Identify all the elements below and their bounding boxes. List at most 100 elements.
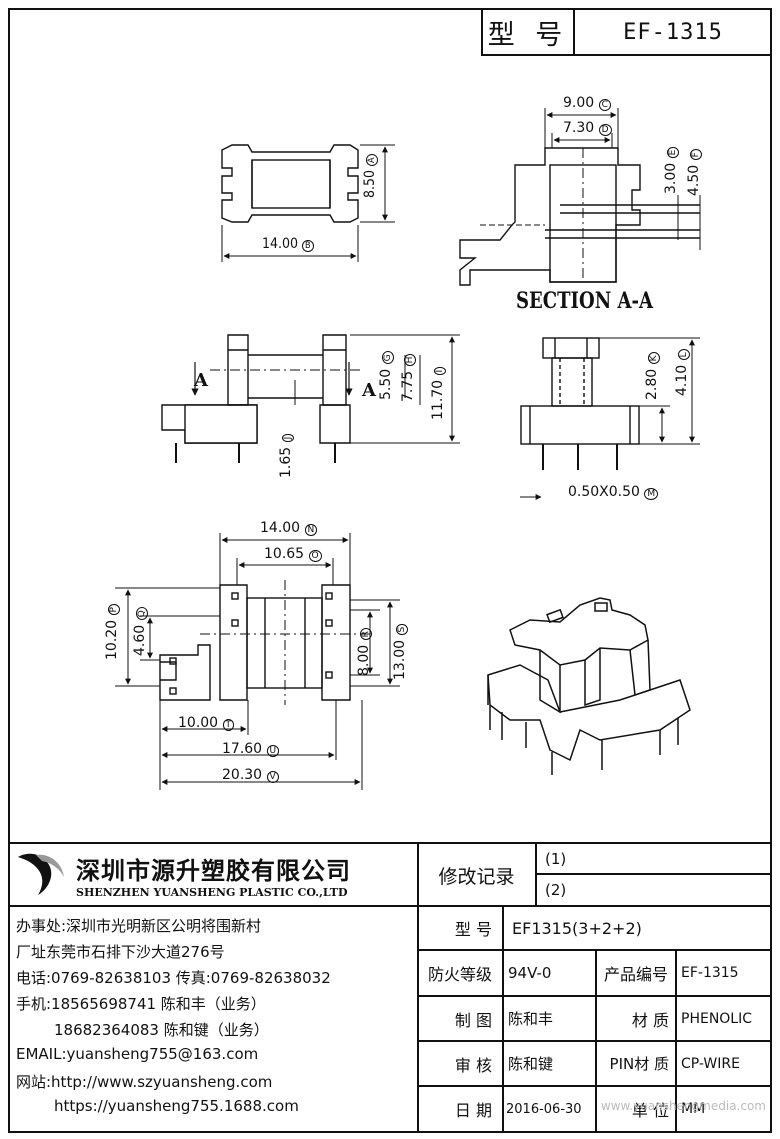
- section-c-dim: 9.00 C: [563, 95, 611, 111]
- side-k-dim: 2.80 K: [644, 352, 660, 400]
- bottom-r-dim: 8.00 R: [356, 628, 372, 676]
- dim-tag: Q: [136, 607, 148, 621]
- dim-tag: L: [678, 349, 690, 361]
- row-line-5: [417, 1085, 772, 1087]
- date-label: 日 期: [454, 1101, 492, 1120]
- section-e-dim: 3.00 E: [663, 146, 679, 194]
- front-view: [161, 334, 460, 463]
- company-header-line: [8, 905, 417, 907]
- dim-tag: D: [598, 124, 612, 136]
- title-block-top-line: [8, 842, 772, 844]
- section-title: SECTION A-A: [516, 288, 653, 314]
- material-value: PHENOLIC: [681, 1010, 753, 1027]
- phone-fax: 电话:0769-82638103 传真:0769-82638032: [16, 969, 331, 987]
- drawing-frame: [8, 8, 772, 1133]
- revision-1: (1): [545, 849, 567, 868]
- dim-tag: G: [382, 351, 394, 365]
- dim-value: 11.70: [430, 379, 446, 420]
- bottom-q-dim: 4.60 Q: [132, 607, 148, 656]
- row-line-4: [417, 1040, 772, 1042]
- bottom-n-dim: 14.00 N: [260, 520, 318, 536]
- dim-tag: V: [266, 771, 279, 783]
- drawn-by-value: 陈和丰: [508, 1010, 554, 1028]
- dim-tag: E: [667, 146, 679, 159]
- company-name-en: SHENZHEN YUANSHENG PLASTIC CO.,LTD: [76, 886, 348, 899]
- row-line-2: [417, 949, 772, 951]
- dim-tag: I: [434, 366, 446, 376]
- dim-tag: S: [396, 623, 408, 636]
- dim-value: 1.65: [278, 446, 294, 478]
- front-j-dim: 1.65 J: [278, 433, 294, 478]
- dim-value: 9.00: [563, 95, 595, 111]
- side-l-dim: 4.10 L: [674, 349, 690, 396]
- product-no-label: 产品编号: [603, 965, 668, 984]
- dim-value: 17.60: [222, 741, 263, 757]
- dim-value: 10.20: [104, 619, 120, 660]
- dim-value: 0.50X0.50: [568, 484, 640, 500]
- model-label: 型 号: [454, 920, 492, 939]
- drawn-by-label: 制 图: [454, 1010, 492, 1030]
- email: EMAIL:yuansheng755@163.com: [16, 1045, 259, 1063]
- section-mark-right: A: [362, 380, 376, 401]
- dim-tag: T: [222, 719, 235, 731]
- bottom-s-dim: 13.00 S: [392, 623, 408, 680]
- technical-drawing: [115, 108, 701, 790]
- row-line-3: [417, 995, 772, 997]
- section-mark-left: A: [194, 370, 208, 391]
- row-line-1: [417, 905, 772, 907]
- dim-tag: N: [304, 524, 318, 536]
- watermark: www.yuanshengmedia.com: [600, 1099, 766, 1113]
- dim-value: 14.00: [260, 520, 301, 536]
- dim-tag: P: [108, 604, 120, 616]
- section-d-dim: 7.30 D: [563, 120, 612, 136]
- dim-tag: J: [282, 433, 294, 443]
- dim-tag: A: [366, 154, 378, 166]
- reviewed-by-label: 审 核: [454, 1055, 492, 1075]
- office-address: 办事处:深圳市光明新区公明将围新村: [16, 917, 262, 935]
- website-2: https://yuansheng755.1688.com: [54, 1097, 299, 1115]
- dim-tag: H: [404, 353, 416, 367]
- top-view: [221, 144, 395, 262]
- dim-value: 14.00: [262, 236, 299, 252]
- dim-tag: F: [690, 149, 702, 161]
- side-m-dim: 0.50X0.50 M: [568, 484, 659, 500]
- dim-tag: K: [648, 352, 660, 365]
- dim-tag: C: [598, 99, 611, 111]
- bottom-o-dim: 10.65 O: [264, 546, 322, 562]
- section-view: [459, 108, 701, 286]
- front-i-dim: 11.70 I: [430, 366, 446, 420]
- col-line-3: [675, 949, 677, 1133]
- unit-label: 单 位: [631, 1101, 669, 1120]
- factory-address: 厂址东莞市石排下沙大道276号: [16, 943, 225, 961]
- dim-value: 3.00: [663, 162, 679, 194]
- mobile-line-2: 18682364083 陈和键（业务）: [54, 1021, 269, 1039]
- dim-value: 4.10: [674, 364, 690, 396]
- dim-value: 10.65: [264, 546, 305, 562]
- pin-material-label: PIN材 质: [609, 1055, 669, 1073]
- front-g-dim: 5.50 G: [378, 351, 394, 400]
- front-h-dim: 7.75 H: [400, 353, 416, 402]
- dim-tag: R: [360, 628, 372, 641]
- top-height-dim: 8.50 A: [362, 154, 378, 198]
- dim-tag: B: [302, 240, 314, 252]
- date-value: 2016-06-30: [506, 1101, 582, 1117]
- side-view: [520, 337, 700, 500]
- bottom-p-dim: 10.20 P: [104, 604, 120, 660]
- pin-material-value: CP-WIRE: [681, 1055, 740, 1072]
- fire-rating-value: 94V-0: [508, 964, 552, 982]
- bottom-u-dim: 17.60 U: [222, 741, 280, 757]
- title-block-divider: [417, 842, 419, 1133]
- bottom-t-dim: 10.00 T: [178, 715, 235, 731]
- dim-value: 2.80: [644, 368, 660, 400]
- dim-tag: M: [644, 488, 659, 500]
- dim-value: 7.75: [400, 370, 416, 402]
- mobile-line-1: 手机:18565698741 陈和丰（业务）: [16, 995, 266, 1013]
- isometric-view: [487, 597, 691, 775]
- model-title-label: 型 号: [483, 10, 575, 54]
- model-title-value: EF-1315: [623, 19, 723, 45]
- website-1: 网站:http://www.szyuansheng.com: [16, 1073, 273, 1091]
- dim-value: 8.00: [356, 644, 372, 676]
- company-name-cn: 深圳市源升塑胶有限公司: [76, 857, 351, 885]
- product-no-value: EF-1315: [681, 965, 739, 981]
- bottom-view: [115, 533, 400, 790]
